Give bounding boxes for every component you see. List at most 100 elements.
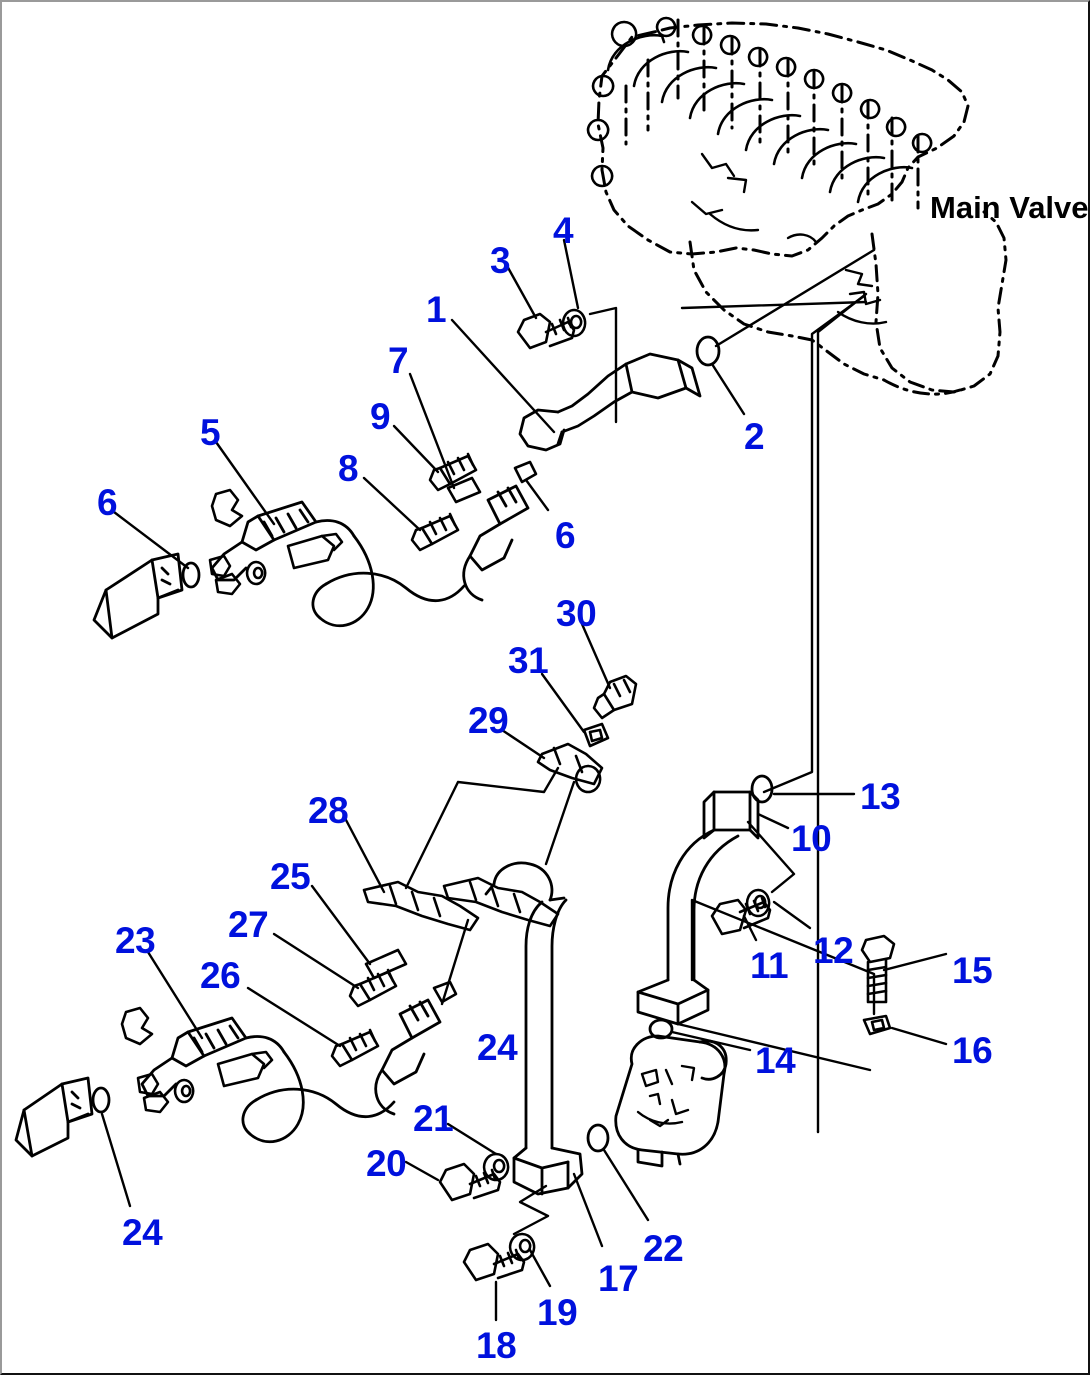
callout-number-1: 1 [426,289,447,330]
part-4-washer [561,308,587,338]
lower-left-flange [14,1076,94,1158]
part-20-bolt [438,1162,502,1202]
part-16-washer [862,1014,892,1036]
lower-small-parts [136,1050,274,1114]
part-1-elbow-body [518,352,702,452]
leader-2 [710,362,746,416]
part-15-bolt [860,934,896,1004]
leader-3 [504,262,538,320]
hose-upper [311,534,375,628]
bracket-lower-zig [512,1184,550,1236]
callout-number-29: 29 [468,700,509,741]
leader-30 [580,622,612,690]
leader-6-left [112,510,190,570]
leader-9 [392,424,440,474]
callout-number-26: 26 [200,955,241,996]
bracket-29-pipe [544,780,576,866]
leader-5 [214,440,276,526]
leader-1 [450,318,556,434]
callout-number-3: 3 [490,240,511,281]
main-valve-outline [596,21,970,258]
callout-number-30: 30 [556,593,597,634]
part-23-clip [120,1006,154,1046]
leader-29 [500,728,546,760]
leader-16 [890,1026,948,1046]
leader-13-route [762,294,866,794]
leader-26 [246,986,342,1048]
callout-number-22: 22 [643,1228,684,1269]
callout-number-6: 6 [97,482,118,523]
part-29-banjo [536,742,604,794]
callout-number-11: 11 [750,945,789,986]
part-14-oring [648,1018,674,1040]
callout-number-12: 12 [813,930,854,971]
callout-number-27: 27 [228,904,269,945]
part-24-washer-right [432,980,458,1004]
callout-number-5: 5 [200,412,221,453]
leader-20 [404,1160,440,1182]
hose-upper-2 [324,571,466,603]
part-8-nipple [410,512,460,552]
callout-number-13: 13 [860,776,901,817]
callout-number-28: 28 [308,790,349,831]
leader-24b [440,918,470,1006]
callout-number-9: 9 [370,396,391,437]
callout-number-21: 21 [413,1098,454,1139]
bracket-10-12 [746,820,796,894]
part-12-washer [745,888,771,918]
leader-7 [408,372,456,490]
callout-number-15: 15 [952,950,993,991]
leader-4 [562,238,580,310]
part-24-oring-left [91,1086,111,1114]
callout-number-8: 8 [338,448,359,489]
callout-number-14: 14 [755,1040,796,1081]
part-31-washer [582,722,610,748]
part-23-fitting [140,1016,286,1098]
part-4-bracket [588,306,618,424]
pump-housing-detail [636,1064,696,1128]
part-24b-clamp [442,876,560,928]
callout-number-25: 25 [270,856,311,897]
leader-23 [146,950,204,1040]
main-valve-ribs [624,18,920,210]
main-valve-lower-detail [690,152,888,325]
part-22-oring [586,1123,610,1153]
part-28-clamp [362,880,480,932]
leader-11 [742,914,758,942]
leader-8 [362,476,422,532]
bracket-28-29 [404,766,560,890]
part-2-oring [695,335,721,367]
leader-24-left [100,1112,132,1208]
hose-lower-2 [254,1087,396,1119]
main-valve-label: Main Valve [930,190,1089,225]
part-25-sleeve [364,948,408,980]
part-5-fitting [210,500,356,582]
leader-21 [446,1122,498,1156]
callout-number-23: 23 [115,920,156,961]
callout-number-10: 10 [791,818,832,859]
leader-15 [882,952,948,972]
upper-left-flange [92,552,184,640]
callout-number-17: 17 [598,1258,639,1299]
callout-number-31: 31 [508,640,549,681]
callout-number-4: 4 [553,210,574,251]
callout-number-20: 20 [366,1143,407,1184]
assembly-crossing-lines [680,248,876,348]
hose-lower [241,1050,305,1144]
leader-17 [572,1172,604,1248]
part-18-bolt [462,1242,526,1282]
leader-28 [344,818,386,894]
leader-12 [772,900,812,930]
callout-number-7: 7 [388,340,409,381]
leader-6-right [524,478,550,512]
leader-10 [756,812,790,830]
callout-number-24: 24 [477,1027,518,1068]
leader-31 [540,672,586,734]
part-10-tube [636,790,760,1026]
pump-housing [614,1034,728,1168]
part-5-clip [210,488,244,528]
callout-number-19: 19 [537,1292,578,1333]
bracket-11-tube [676,1022,872,1072]
